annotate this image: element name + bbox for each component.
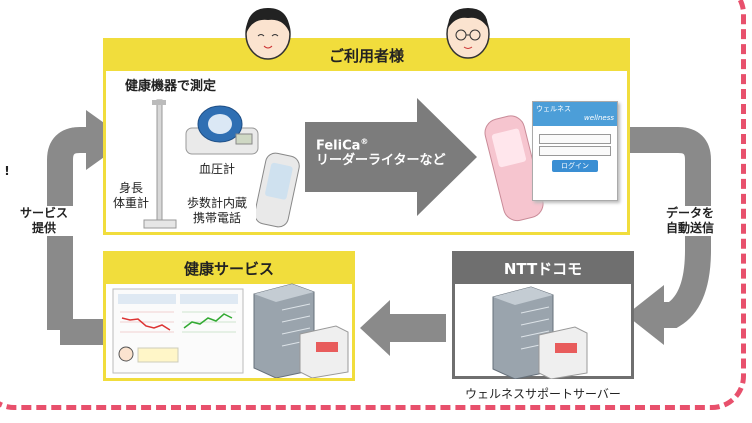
wellness-login-screen: ウェルネス wellness ログイン [532, 101, 618, 201]
blood-pressure-monitor-icon [185, 105, 259, 155]
health-service-title: 健康サービス [106, 254, 352, 284]
health-server-icon [253, 283, 349, 378]
blood-pressure-label: 血圧計 [199, 162, 236, 176]
felica-label: FeliCa® リーダーライターなど [316, 137, 446, 169]
wellness-subtitle: wellness [584, 114, 614, 122]
felica-arrow [305, 98, 477, 216]
user-boy-icon [446, 8, 490, 59]
exclaim-text: ! [4, 164, 10, 178]
wellness-login-button[interactable]: ログイン [552, 160, 598, 172]
auto-send-arrow [628, 127, 711, 345]
pedometer-phone-label: 歩数計内蔵 携帯電話 [186, 196, 247, 225]
measure-heading: 健康機器で測定 [125, 79, 217, 94]
docomo-server-icon [492, 286, 588, 379]
felica-phone-icon [484, 115, 544, 222]
auto-send-label: データを 自動送信 [655, 206, 725, 236]
users-panel-title: ご利用者様 [106, 41, 627, 71]
pedometer-phone-icon [256, 152, 300, 228]
wellness-password-field[interactable] [539, 146, 611, 156]
docomo-title: NTTドコモ [455, 254, 631, 284]
wellness-id-field[interactable] [539, 134, 611, 144]
server-name-label: ウェルネスサポートサーバー [465, 387, 621, 401]
wellness-title: ウェルネス [536, 105, 571, 113]
height-weight-label: 身長 体重計 [112, 181, 149, 210]
service-flow-frame [0, 0, 746, 410]
health-chart-screenshot [112, 288, 244, 374]
height-weight-scale-icon [143, 99, 177, 229]
user-girl-icon [245, 8, 291, 60]
service-provide-label: サービス 提供 [14, 206, 74, 236]
service-transfer-arrow [360, 300, 446, 356]
